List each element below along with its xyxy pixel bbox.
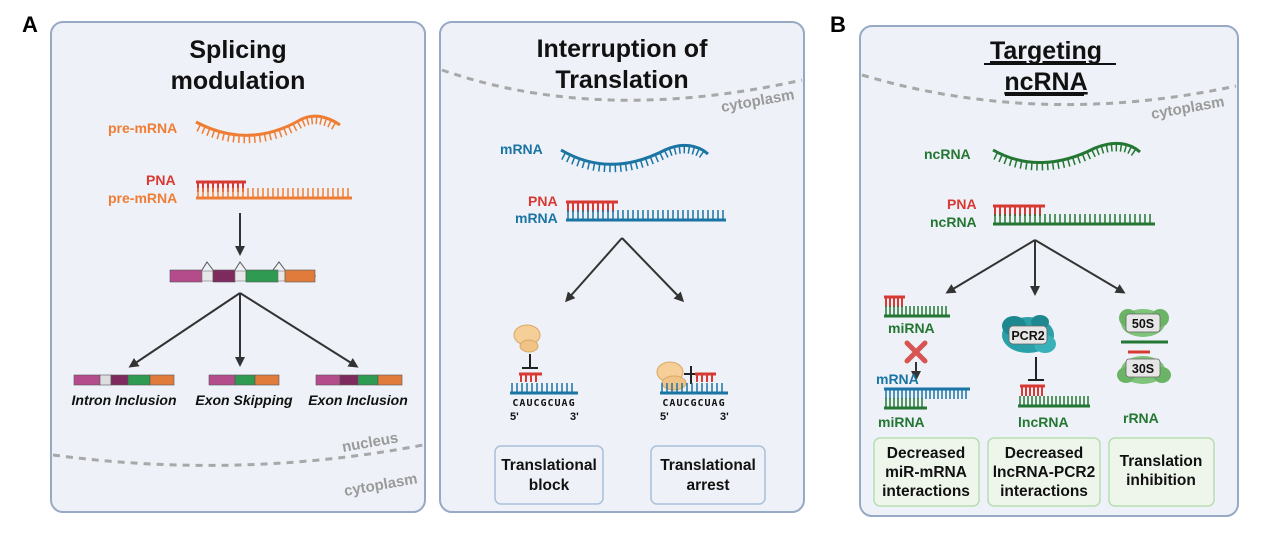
splicing-title-line2: modulation: [171, 67, 306, 95]
ribosome-block: [513, 324, 541, 369]
block-duplex: [510, 372, 578, 395]
outcome-intron-inclusion: Intron Inclusion: [72, 392, 177, 408]
ncrna-teeth: [993, 143, 1137, 171]
nuclear-membrane: [52, 443, 424, 467]
decreased-mir-mrna-box: Decreased miR-mRNA interactions: [873, 437, 980, 507]
ncrna-strand: [992, 141, 1142, 165]
arrow-rrna: [1034, 239, 1126, 294]
translational-block-line1: Translational: [501, 457, 597, 474]
box1-line1: Decreased: [887, 445, 965, 462]
splicing-title-line1: Splicing: [189, 36, 286, 64]
pna-label-splicing: PNA: [146, 172, 176, 188]
exon-diagram: [169, 261, 316, 283]
s50-label: 50S: [1132, 317, 1154, 331]
pre-mrna-teeth: [196, 116, 337, 144]
exon-skipping-transcript: [208, 374, 280, 386]
mrna-label: mRNA: [500, 141, 543, 157]
box1-line2: miR-mRNA: [885, 464, 967, 481]
rrna-label: rRNA: [1123, 410, 1159, 426]
ribosome-30s: 30S: [1117, 356, 1171, 384]
splicing-panel: Splicing modulation pre-mRNA PNA pre-mRN…: [50, 21, 426, 513]
exon-inclusion-transcript: [315, 374, 403, 386]
arrow-translational-block: [565, 237, 623, 303]
outcome-exon-inclusion: Exon Inclusion: [308, 392, 408, 408]
box1-line3: interactions: [882, 483, 970, 500]
translational-arrest-line1: Translational: [660, 457, 756, 474]
mrna-strand: [560, 143, 710, 166]
translation-membrane: [441, 68, 803, 102]
lncrna-label: lncRNA: [1018, 414, 1069, 430]
outcome-exon-skipping: Exon Skipping: [195, 392, 293, 408]
mirna-pna-duplex: [884, 295, 950, 318]
pna-ncrna-duplex: [993, 204, 1155, 226]
pna-pre-mrna-duplex: [196, 180, 352, 200]
box2-line1: Decreased: [1005, 445, 1083, 462]
translation-title-line2: Translation: [555, 66, 688, 94]
mirna-top-label: miRNA: [888, 320, 935, 336]
five-prime-arrest: 5': [660, 411, 669, 423]
ribosome-50s: 50S: [1119, 309, 1169, 337]
arrow-translational-arrest: [621, 237, 685, 303]
panel-label-a: A: [22, 12, 38, 37]
translational-block-box: Translational block: [494, 445, 604, 505]
translational-arrest-line2: arrest: [686, 477, 729, 494]
translational-block-line2: block: [529, 477, 570, 494]
pre-mrna-strand: [195, 114, 341, 137]
ncrna-panel: Targeting ncRNA cytoplasm ncRNA PNA ncRN…: [859, 25, 1239, 517]
arrest-duplex: [660, 372, 728, 395]
mirna-bottom-label: miRNA: [878, 414, 925, 430]
panel-label-b: B: [830, 12, 846, 37]
box2-line3: interactions: [1000, 483, 1088, 500]
intron-inclusion-transcript: [73, 374, 175, 386]
pre-mrna-duplex-label: pre-mRNA: [108, 190, 177, 206]
translation-title-line1: Interruption of: [537, 35, 708, 63]
arrow-intron-inclusion: [128, 292, 241, 368]
ncrna-membrane: [861, 73, 1237, 107]
mrna-label-ncrna: mRNA: [876, 371, 919, 387]
pre-mrna-label: pre-mRNA: [108, 120, 177, 136]
five-prime-block: 5': [510, 411, 519, 423]
arrow-exon-inclusion: [239, 292, 359, 368]
pna-label-ncrna: PNA: [947, 196, 977, 212]
pcr2-label: PCR2: [1011, 329, 1044, 343]
pna-label-translation: PNA: [528, 193, 558, 209]
sequence-arrest: CAUCGCUAG: [662, 398, 725, 409]
ncrna-title-line2: ncRNA: [1004, 68, 1087, 96]
blocked-x-icon: [904, 340, 928, 364]
sequence-block: CAUCGCUAG: [512, 398, 575, 409]
mirna-mrna-duplex: [884, 387, 970, 410]
translational-arrest-box: Translational arrest: [650, 445, 766, 505]
ncrna-title-line1: Targeting: [990, 37, 1102, 65]
pna-mrna-duplex: [566, 200, 726, 222]
ncrna-duplex-label: ncRNA: [930, 214, 977, 230]
box2-line2: lncRNA-PCR2: [993, 464, 1095, 481]
three-prime-arrest: 3': [720, 411, 729, 423]
mrna-duplex-label: mRNA: [515, 210, 558, 226]
three-prime-block: 3': [570, 411, 579, 423]
translation-panel: Interruption of Translation cytoplasm mR…: [439, 21, 805, 513]
box3-line1: Translation: [1120, 453, 1203, 470]
box3-line2: inhibition: [1126, 472, 1196, 489]
mrna-teeth: [561, 145, 705, 173]
ncrna-label: ncRNA: [924, 146, 971, 162]
pcr2-complex: PCR2: [1002, 315, 1056, 353]
lncrna-pna-duplex: [1018, 384, 1090, 408]
rrna-pna-duplex: [1121, 340, 1168, 354]
s30-label: 30S: [1132, 362, 1154, 376]
ribosome-arrest: [656, 361, 699, 391]
arrow-mirna: [945, 239, 1036, 294]
translation-inhibition-box: Translation inhibition: [1108, 437, 1215, 507]
decreased-lncrna-pcr2-box: Decreased lncRNA-PCR2 interactions: [987, 437, 1101, 507]
